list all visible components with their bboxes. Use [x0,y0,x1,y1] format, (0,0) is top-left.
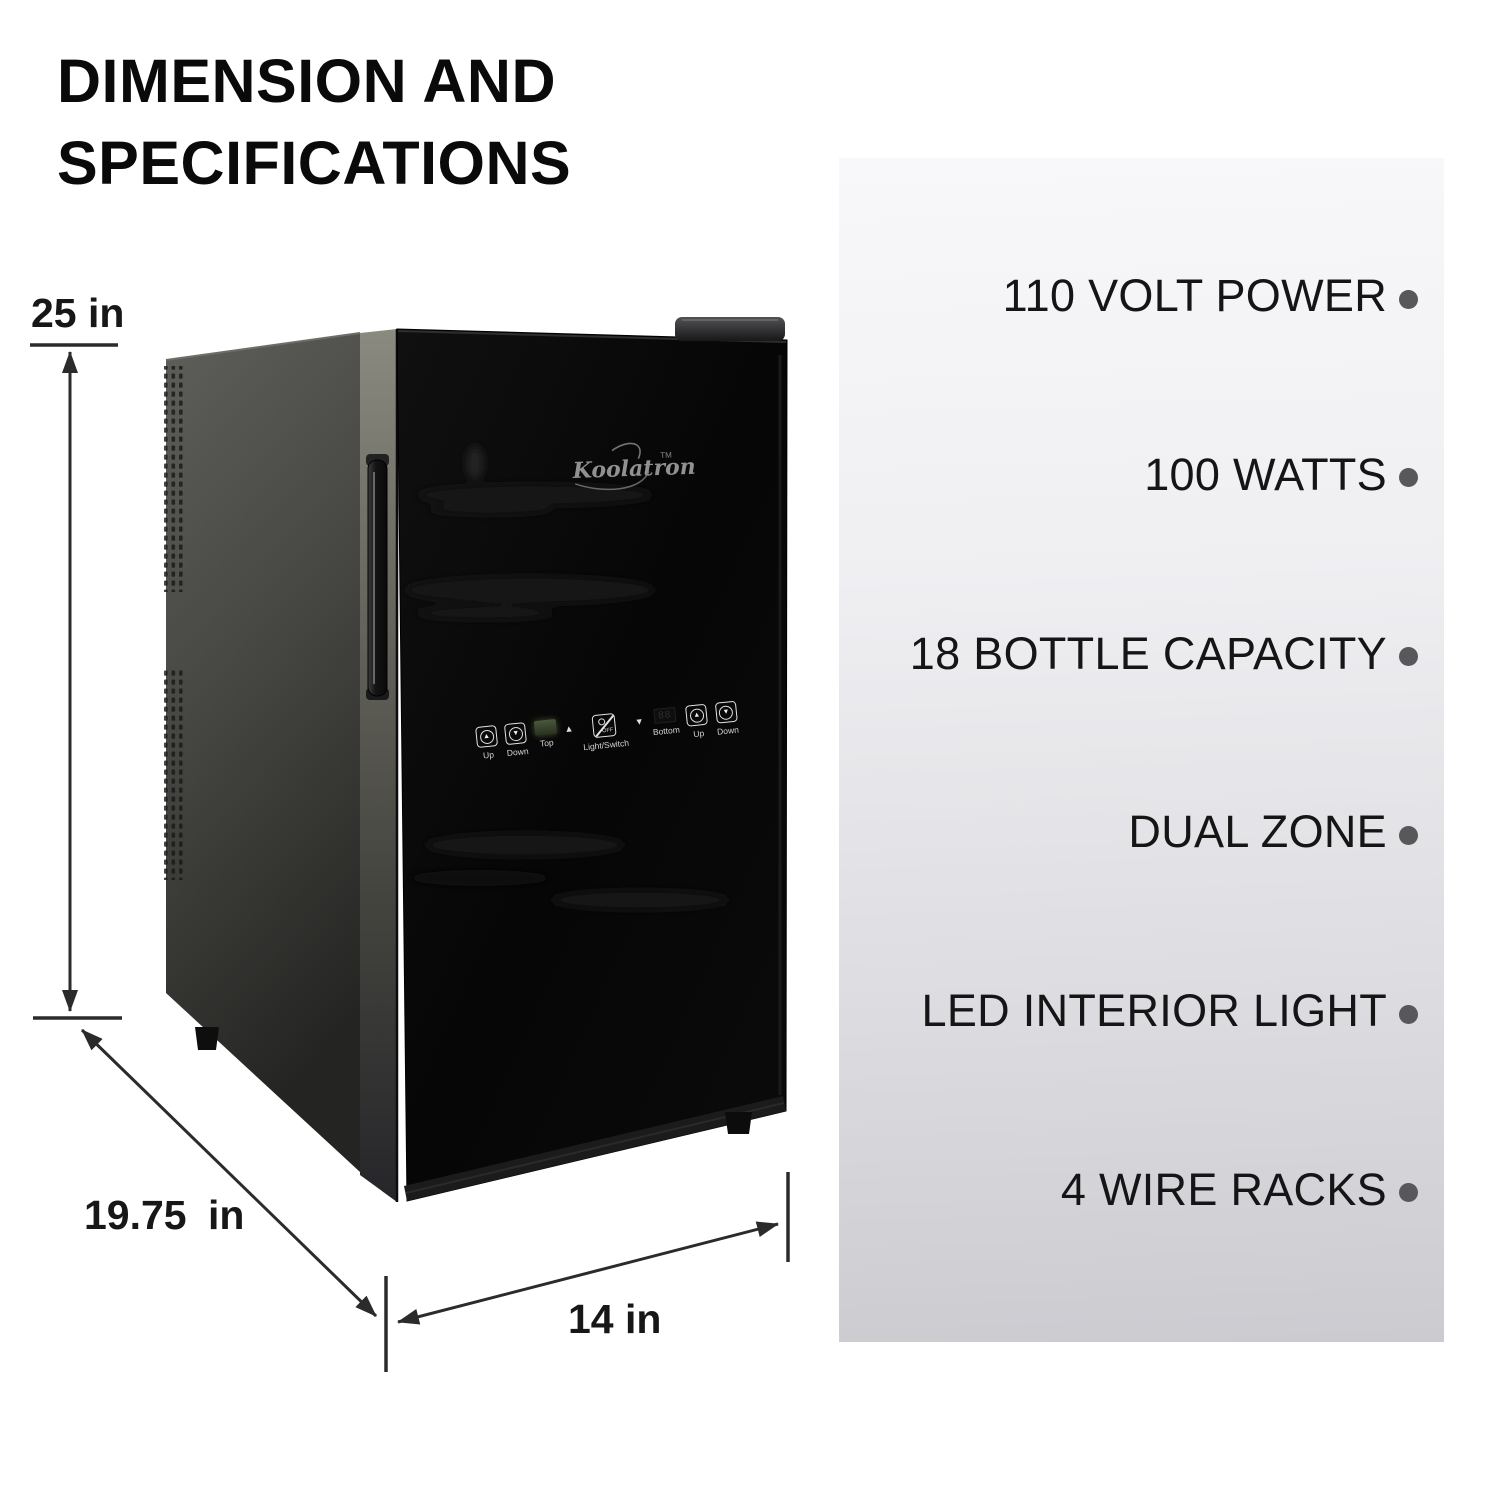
wine-cooler-image: Koolatron TM [164,317,788,1202]
back-left-foot [195,1027,219,1050]
spec-bullet [1399,1183,1418,1203]
brand-logo-text: Koolatron [571,454,696,484]
top-zone-down-button: ▼ Down [504,722,529,758]
spec-item-label: DUAL ZONE [1128,806,1387,858]
page-title: DIMENSION AND SPECIFICATIONS [57,40,571,204]
button-label: Up [692,728,705,740]
display-label: Top [539,737,555,749]
cooler-side-panel [166,333,360,1172]
up-arrow-icon: ▲ [482,732,491,741]
button-label: Light/Switch [582,737,630,753]
spec-bullet [1399,289,1418,309]
spec-item-row: LED INTERIOR LIGHT [839,985,1444,1037]
down-arrow-icon: ▼ [722,708,730,717]
side-top-edge [165,332,361,361]
depth-dimension-label: 19.75 in [84,1192,245,1238]
side-vent-grid-upper [164,366,186,592]
bottom-zone-display: 88 Bottom [651,706,681,738]
brand-logo: Koolatron TM [571,442,696,491]
button-label: Up [482,749,495,761]
door-bottom-glint [405,1102,785,1194]
top-zone-display: Top [533,718,559,749]
spec-item-label: 110 VOLT POWER [1002,270,1387,321]
light-switch-button: OFF Light/Switch [580,712,629,752]
door-handle [366,454,389,700]
spec-bullet [1399,468,1418,488]
page-title-line1: DIMENSION AND [57,47,557,115]
specifications-panel: 110 VOLT POWER 100 WATTS 18 BOTTLE CAPAC… [839,158,1444,1342]
display-label: Bottom [652,724,681,738]
down-arrow-icon: ▼ [511,729,520,738]
front-right-foot [725,1112,752,1134]
spec-item-label: 100 WATTS [1144,448,1387,500]
height-dimension-label: 25 in [31,290,125,336]
up-arrow-icon: ▲ [693,711,701,720]
spec-item-label: LED INTERIOR LIGHT [921,985,1387,1037]
off-text: OFF [601,727,614,735]
width-dimension-label: 14 in [568,1296,662,1342]
bottom-zone-down-button: ▼ Down [714,700,739,737]
top-zone-indicator: ▲ [563,717,574,735]
top-zone-up-button: ▲ Up [475,725,499,761]
spec-item-label: 18 BOTTLE CAPACITY [909,627,1387,679]
page-title-line2: SPECIFICATIONS [57,129,572,197]
spec-bullet [1399,647,1418,667]
logo-swoosh-bottom [574,471,650,491]
down-triangle-icon: ▼ [634,716,645,727]
spec-item-row: 110 VOLT POWER [839,270,1444,322]
logo-swoosh-top [611,442,641,460]
brand-trademark: TM [660,451,672,460]
button-label: Down [506,745,529,759]
up-triangle-icon: ▲ [563,723,574,735]
bottom-zone-indicator: ▼ [634,710,644,727]
spec-item-label: 4 WIRE RACKS [1060,1163,1387,1215]
side-vent-grid-lower [164,668,186,880]
spec-item-row: 4 WIRE RACKS [839,1164,1444,1216]
door-top-cap [675,317,785,341]
spec-item-row: 18 BOTTLE CAPACITY [839,628,1444,680]
bottom-zone-up-button: ▲ Up [685,703,709,740]
door-glass-reflections [405,446,730,910]
spec-bullet [1399,1004,1418,1024]
spec-item-row: 100 WATTS [839,449,1444,501]
lcd-digits: 88 [653,706,677,724]
slash-icon [594,713,615,738]
spec-item-row: DUAL ZONE [839,806,1444,858]
spec-bullet [1399,825,1418,845]
